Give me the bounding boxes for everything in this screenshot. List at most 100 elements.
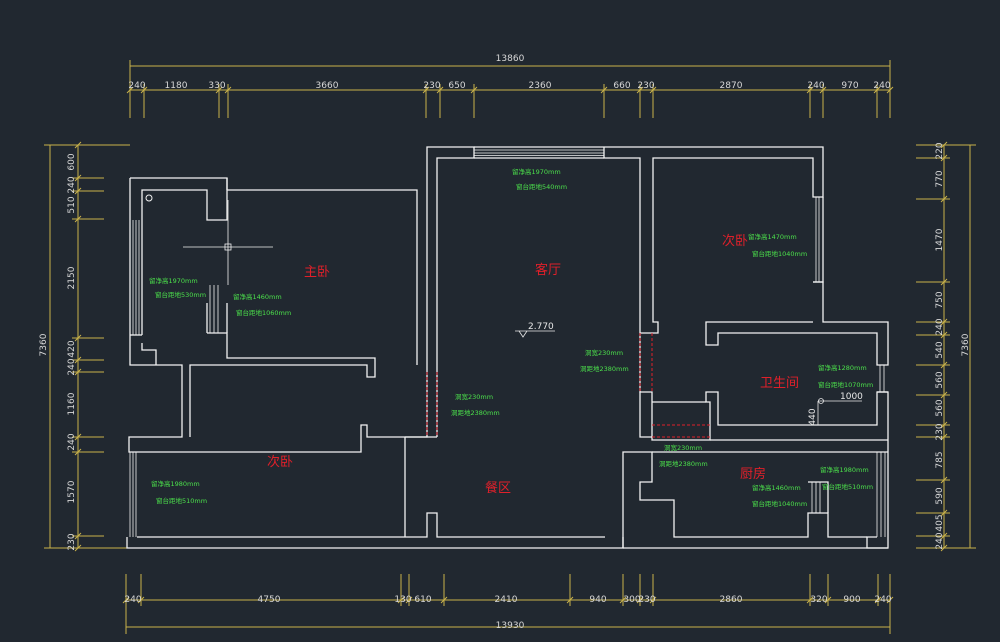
dimension-tick — [122, 596, 130, 604]
note: 洞宽230mm — [585, 348, 623, 357]
dimension-tick — [74, 356, 82, 364]
bottom-seg-label: 940 — [589, 595, 606, 605]
room-master-bedroom: 主卧 — [304, 265, 330, 280]
dimension-tick — [74, 448, 82, 456]
dimension-tick — [649, 86, 657, 94]
bottom-seg-label: 2860 — [720, 595, 743, 605]
dimension-tick — [74, 433, 82, 441]
dimension-tick — [940, 532, 948, 540]
note: 留净高1980mm — [151, 479, 200, 488]
bath-dimension: 1000 440 — [808, 392, 863, 426]
top-seg-label: 650 — [448, 81, 465, 91]
dimension-tick — [440, 596, 448, 604]
dimension-tick — [940, 331, 948, 339]
right-seg-label: 1470 — [935, 228, 945, 251]
left-seg-label: 1570 — [67, 480, 77, 503]
dimension-tick — [940, 476, 948, 484]
dimension-tick — [874, 596, 882, 604]
dimension-tick — [566, 596, 574, 604]
note: 窗台距地540mm — [516, 182, 567, 191]
top-dimension-chain: 13860 240 1180 330 3660 230 650 2360 660… — [126, 54, 894, 118]
right-dimension-chain: 7360 220 770 1470 750 240 540 560 560 23… — [916, 141, 976, 552]
bottom-seg-label: 240 — [874, 595, 891, 605]
bottom-seg-label: 610 — [414, 595, 431, 605]
note: 窗台距地510mm — [156, 496, 207, 505]
dimension-tick — [470, 86, 478, 94]
right-seg-label: 785 — [935, 451, 945, 468]
room-second-bedroom-sw: 次卧 — [267, 454, 293, 470]
dimension-tick — [74, 334, 82, 342]
top-seg-label: 330 — [208, 81, 225, 91]
room-dining: 餐区 — [485, 480, 511, 496]
annotations: 留净高1970mm 窗台距地540mm 留净高1470mm 窗台距地1040mm… — [149, 167, 873, 508]
dimension-tick — [940, 433, 948, 441]
left-seg-label: 600 — [67, 153, 77, 170]
bottom-total-label: 13930 — [496, 621, 525, 631]
walls — [126, 146, 889, 549]
right-seg-label: 540 — [935, 341, 945, 358]
top-seg-label: 970 — [841, 81, 858, 91]
level-label: 2.770 — [528, 322, 554, 332]
dimension-tick — [940, 361, 948, 369]
note: 洞距地2380mm — [659, 459, 708, 468]
dimension-tick — [397, 596, 405, 604]
bath-dim-a: 1000 — [840, 392, 863, 402]
bottom-seg-label: 2410 — [495, 595, 518, 605]
right-total-label: 7360 — [961, 333, 971, 356]
dimension-tick — [940, 278, 948, 286]
top-seg-label: 230 — [637, 81, 654, 91]
note: 留净高1280mm — [818, 363, 867, 372]
top-seg-label: 240 — [807, 81, 824, 91]
right-seg-label: 770 — [935, 170, 945, 187]
left-seg-label: 420 — [67, 340, 77, 357]
dimension-tick — [940, 195, 948, 203]
left-seg-label: 230 — [67, 533, 77, 550]
note: 窗台距地510mm — [822, 482, 873, 491]
dimension-tick — [940, 544, 948, 552]
bottom-seg-label: 240 — [124, 595, 141, 605]
right-seg-label: 560 — [935, 399, 945, 416]
bottom-seg-label: 900 — [843, 595, 860, 605]
note: 留净高1460mm — [233, 292, 282, 301]
right-seg-label: 230 — [935, 423, 945, 440]
room-labels: 主卧 客厅 次卧 卫生间 次卧 餐区 厨房 — [267, 233, 799, 496]
bottom-seg-label: 130 — [394, 595, 411, 605]
right-seg-label: 240 — [935, 532, 945, 549]
bottom-seg-label: 4750 — [258, 595, 281, 605]
dimension-tick — [824, 596, 832, 604]
dimension-tick — [215, 86, 223, 94]
note: 窗台距地1040mm — [752, 499, 807, 508]
dimension-tick — [636, 596, 644, 604]
dimension-tick — [137, 596, 145, 604]
right-seg-label: 220 — [935, 142, 945, 159]
dimension-tick — [636, 86, 644, 94]
dimension-tick — [886, 596, 894, 604]
note: 窗台距地1040mm — [752, 249, 807, 258]
dimension-tick — [619, 596, 627, 604]
dimension-tick — [405, 596, 413, 604]
left-seg-label: 510 — [67, 196, 77, 213]
top-seg-label: 2360 — [529, 81, 552, 91]
dimension-tick — [74, 215, 82, 223]
openings — [426, 333, 710, 438]
right-seg-label: 750 — [935, 291, 945, 308]
dimension-tick — [74, 532, 82, 540]
note: 窗台距地1060mm — [236, 308, 291, 317]
windows — [129, 149, 886, 537]
top-seg-label: 660 — [613, 81, 630, 91]
note: 洞宽230mm — [455, 392, 493, 401]
dimension-tick — [940, 391, 948, 399]
left-seg-label: 240 — [67, 433, 77, 450]
left-seg-label: 240 — [67, 176, 77, 193]
dimension-tick — [940, 141, 948, 149]
right-seg-label: 240 — [935, 318, 945, 335]
note: 窗台距地530mm — [155, 290, 206, 299]
room-living: 客厅 — [535, 262, 561, 278]
bottom-seg-label: 230 — [638, 595, 655, 605]
note: 留净高1470mm — [748, 232, 797, 241]
note: 留净高1980mm — [820, 465, 869, 474]
top-seg-label: 230 — [423, 81, 440, 91]
dimension-tick — [873, 86, 881, 94]
